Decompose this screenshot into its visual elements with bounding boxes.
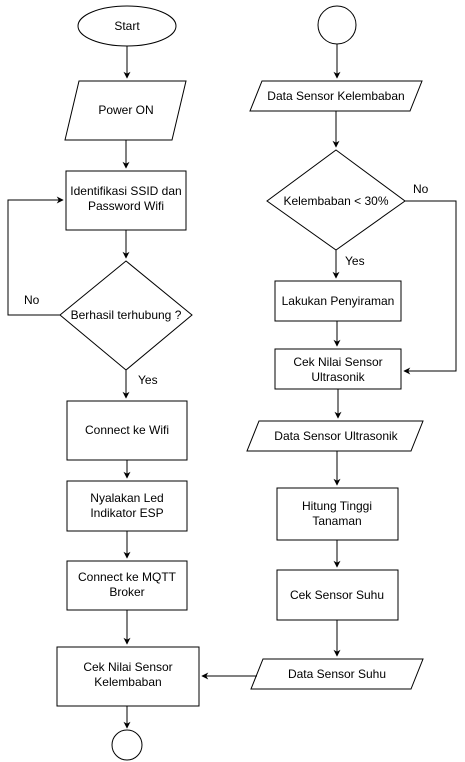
led-line1: Nyalakan Led: [90, 491, 163, 505]
connector-top: [317, 5, 357, 45]
check-ultrasonic-line1: Cek Nilai Sensor: [293, 355, 382, 369]
power-on-node: Power ON: [64, 80, 187, 141]
identify-ssid-node: Identifikasi SSID dan Password Wifi: [65, 170, 187, 231]
check-ultrasonic-line2: Ultrasonik: [311, 370, 365, 384]
connect-wifi-label: Connect ke Wifi: [85, 423, 169, 437]
start-node: Start: [77, 5, 177, 47]
edge-no-retry-label: No: [24, 293, 40, 307]
identify-ssid-line2: Password Wifi: [88, 199, 164, 213]
edge-no-retry: [7, 196, 64, 316]
power-on-label: Power ON: [98, 103, 153, 117]
temp-data-node: Data Sensor Suhu: [250, 658, 424, 690]
plant-height-line2: Tanaman: [312, 514, 361, 528]
ultrasonic-data-label: Data Sensor Ultrasonik: [274, 429, 398, 443]
identify-ssid-line1: Identifikasi SSID dan: [70, 184, 181, 198]
connector-bottom: [111, 729, 143, 761]
led-line2: Indikator ESP: [90, 506, 163, 520]
connected-check-label: Berhasil terhubung ?: [71, 308, 182, 322]
plant-height-line1: Hitung Tinggi: [302, 499, 372, 513]
mqtt-line1: Connect ke MQTT: [78, 570, 177, 584]
connect-wifi-node: Connect ke Wifi: [66, 400, 188, 461]
edge-yes-humidity-label: Yes: [345, 254, 365, 268]
check-temp-label: Cek Sensor Suhu: [290, 588, 384, 602]
edge-no-humidity-label: No: [413, 182, 429, 196]
start-label: Start: [114, 19, 140, 33]
led-node: Nyalakan Led Indikator ESP: [66, 480, 188, 532]
check-humidity-line2: Kelembaban: [94, 675, 161, 689]
plant-height-node: Hitung Tinggi Tanaman: [276, 487, 399, 541]
connected-check-node: Berhasil terhubung ?: [59, 260, 193, 371]
humidity-data-label: Data Sensor Kelembaban: [267, 89, 404, 103]
watering-node: Lakukan Penyiraman: [274, 280, 402, 322]
humidity-check-label: Kelembaban < 30%: [283, 194, 388, 208]
mqtt-line2: Broker: [109, 585, 144, 599]
humidity-check-node: Kelembaban < 30%: [266, 149, 406, 251]
mqtt-node: Connect ke MQTT Broker: [66, 560, 188, 611]
check-temp-node: Cek Sensor Suhu: [276, 569, 399, 621]
humidity-data-node: Data Sensor Kelembaban: [249, 80, 423, 112]
edge-yes-connected-label: Yes: [138, 373, 158, 387]
check-humidity-node: Cek Nilai Sensor Kelembaban: [56, 646, 200, 707]
watering-label: Lakukan Penyiraman: [282, 294, 395, 308]
ultrasonic-data-node: Data Sensor Ultrasonik: [246, 420, 424, 452]
check-ultrasonic-node: Cek Nilai Sensor Ultrasonik: [274, 348, 402, 390]
check-humidity-line1: Cek Nilai Sensor: [83, 660, 172, 674]
temp-data-label: Data Sensor Suhu: [288, 667, 386, 681]
edge-no-humidity: [403, 200, 457, 375]
